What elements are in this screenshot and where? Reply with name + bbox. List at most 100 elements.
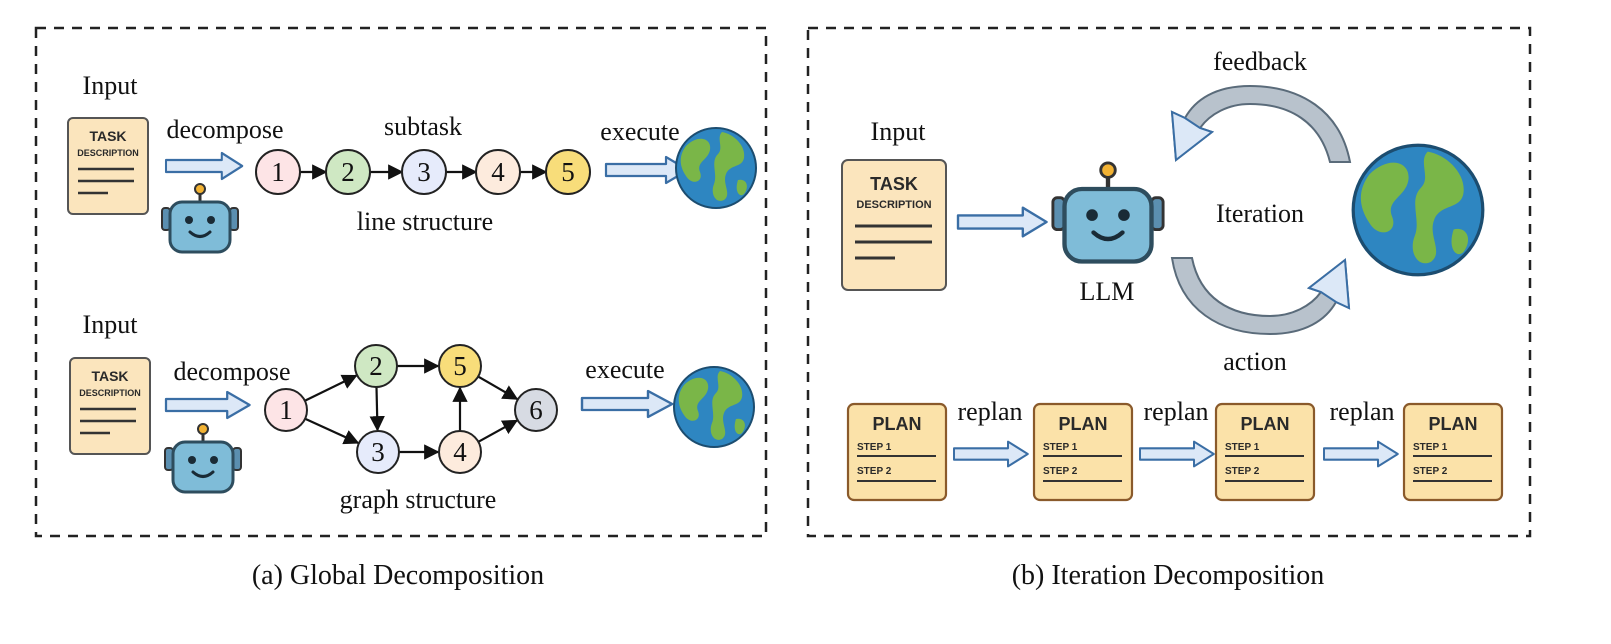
plan-step-1: STEP 1	[1043, 442, 1078, 453]
graph-input-label: Input	[83, 310, 139, 339]
panel-b-border	[806, 26, 1532, 538]
plan-card-background	[1032, 402, 1134, 502]
graph-node-label: 5	[453, 351, 467, 381]
graph-node-4: 4	[438, 430, 482, 474]
plan-title: PLAN	[873, 414, 922, 434]
graph-node-3: 3	[356, 430, 400, 474]
graph-node-circle	[354, 344, 398, 388]
line-node-circle	[545, 149, 591, 195]
graph-node-label: 1	[279, 395, 293, 425]
feedback-label: feedback	[1213, 47, 1307, 76]
line-decompose-label: decompose	[167, 115, 284, 144]
graph-nodes: 1 2 3 4 5 6	[264, 344, 558, 474]
line-node-circle	[255, 149, 301, 195]
replan-label: replan	[1330, 397, 1395, 426]
graph-edge-5-6	[477, 375, 519, 400]
panel-a-border	[34, 26, 768, 538]
panel-b-caption: (b) Iteration Decomposition	[1012, 560, 1325, 591]
replan-step-3: replan	[1322, 397, 1399, 468]
line-node-5: 5	[545, 149, 591, 195]
line-nodes: 1 2 3 4 5	[255, 149, 591, 195]
graph-edge-1-3	[304, 417, 360, 445]
graph-decompose-label: decompose	[174, 357, 291, 386]
iteration-label: Iteration	[1216, 199, 1304, 228]
plan-card-background	[846, 402, 948, 502]
graph-execute-label: execute	[585, 355, 664, 384]
line-node-circle	[401, 149, 447, 195]
iteration-doc-subtitle: DESCRIPTION	[856, 199, 931, 211]
line-structure-label: line structure	[357, 207, 493, 236]
graph-node-label: 2	[369, 351, 383, 381]
line-doc-subtitle: DESCRIPTION	[77, 148, 139, 158]
iteration-task-document-icon: TASK DESCRIPTION	[841, 159, 947, 291]
line-decompose-arrow	[164, 151, 244, 181]
line-node-3: 3	[401, 149, 447, 195]
panel-a: Input TASK DESCRIPTION decompose subtask…	[34, 26, 768, 591]
plan-card-background	[1402, 402, 1504, 502]
graph-node-circle	[514, 388, 558, 432]
graph-globe-icon	[673, 366, 755, 448]
line-node-circle	[325, 149, 371, 195]
panel-a-caption: (a) Global Decomposition	[252, 560, 544, 591]
replan-arrow	[1138, 440, 1215, 468]
graph-task-document-icon: TASK DESCRIPTION	[69, 357, 151, 455]
graph-edge-4-6	[477, 419, 519, 443]
plan-title: PLAN	[1429, 414, 1478, 434]
graph-node-circle	[356, 430, 400, 474]
line-node-label: 2	[341, 157, 355, 187]
plan-card-1: PLAN STEP 1 STEP 2	[846, 402, 948, 502]
plan-card-3: PLAN STEP 1 STEP 2	[1214, 402, 1316, 502]
plan-step-1: STEP 1	[1225, 442, 1260, 453]
line-doc-title: TASK	[89, 128, 126, 144]
iteration-input-label: Input	[871, 117, 927, 146]
graph-node-2: 2	[354, 344, 398, 388]
line-node-2: 2	[325, 149, 371, 195]
graph-node-1: 1	[264, 388, 308, 432]
line-node-label: 1	[271, 157, 285, 187]
replan-step-2: replan	[1138, 397, 1215, 468]
graph-node-5: 5	[438, 344, 482, 388]
replan-step-1: replan	[952, 397, 1029, 468]
llm-robot-icon	[1053, 163, 1163, 262]
feedback-arrow	[1170, 84, 1352, 163]
graph-node-circle	[438, 430, 482, 474]
graph-node-label: 4	[453, 437, 467, 467]
graph-node-6: 6	[514, 388, 558, 432]
line-globe-icon	[675, 127, 757, 209]
replan-label: replan	[1144, 397, 1209, 426]
line-node-4: 4	[475, 149, 521, 195]
action-arrow	[1170, 257, 1351, 336]
plan-step-1: STEP 1	[857, 442, 892, 453]
line-node-label: 3	[417, 157, 431, 187]
plan-step-1: STEP 1	[1413, 442, 1448, 453]
graph-edge-1-2	[304, 374, 358, 402]
plan-card-4: PLAN STEP 1 STEP 2	[1402, 402, 1504, 502]
graph-execute-arrow	[580, 389, 674, 419]
graph-robot-icon	[163, 422, 243, 494]
graph-edge-2-3	[369, 386, 385, 432]
plan-row: PLAN STEP 1 STEP 2 PLAN STEP 1 STEP 2 PLAN STEP…	[846, 397, 1504, 502]
plan-step-2: STEP 2	[857, 466, 892, 477]
plan-step-2: STEP 2	[1225, 466, 1260, 477]
replan-arrow	[952, 440, 1029, 468]
graph-node-circle	[264, 388, 308, 432]
llm-label: LLM	[1080, 277, 1135, 306]
line-node-circle	[475, 149, 521, 195]
graph-doc-subtitle: DESCRIPTION	[79, 388, 141, 398]
line-node-label: 5	[561, 157, 575, 187]
iteration-doc-title: TASK	[870, 174, 918, 194]
line-node-label: 4	[491, 157, 505, 187]
panel-b: Input TASK DESCRIPTION LLM feedback Iter…	[806, 26, 1532, 591]
plan-step-2: STEP 2	[1413, 466, 1448, 477]
graph-node-label: 3	[371, 437, 385, 467]
iteration-input-arrow	[956, 206, 1048, 238]
plan-title: PLAN	[1241, 414, 1290, 434]
plan-card-background	[1214, 402, 1316, 502]
action-label: action	[1223, 347, 1287, 376]
graph-doc-title: TASK	[91, 368, 128, 384]
line-input-label: Input	[83, 71, 139, 100]
graph-node-label: 6	[529, 395, 543, 425]
